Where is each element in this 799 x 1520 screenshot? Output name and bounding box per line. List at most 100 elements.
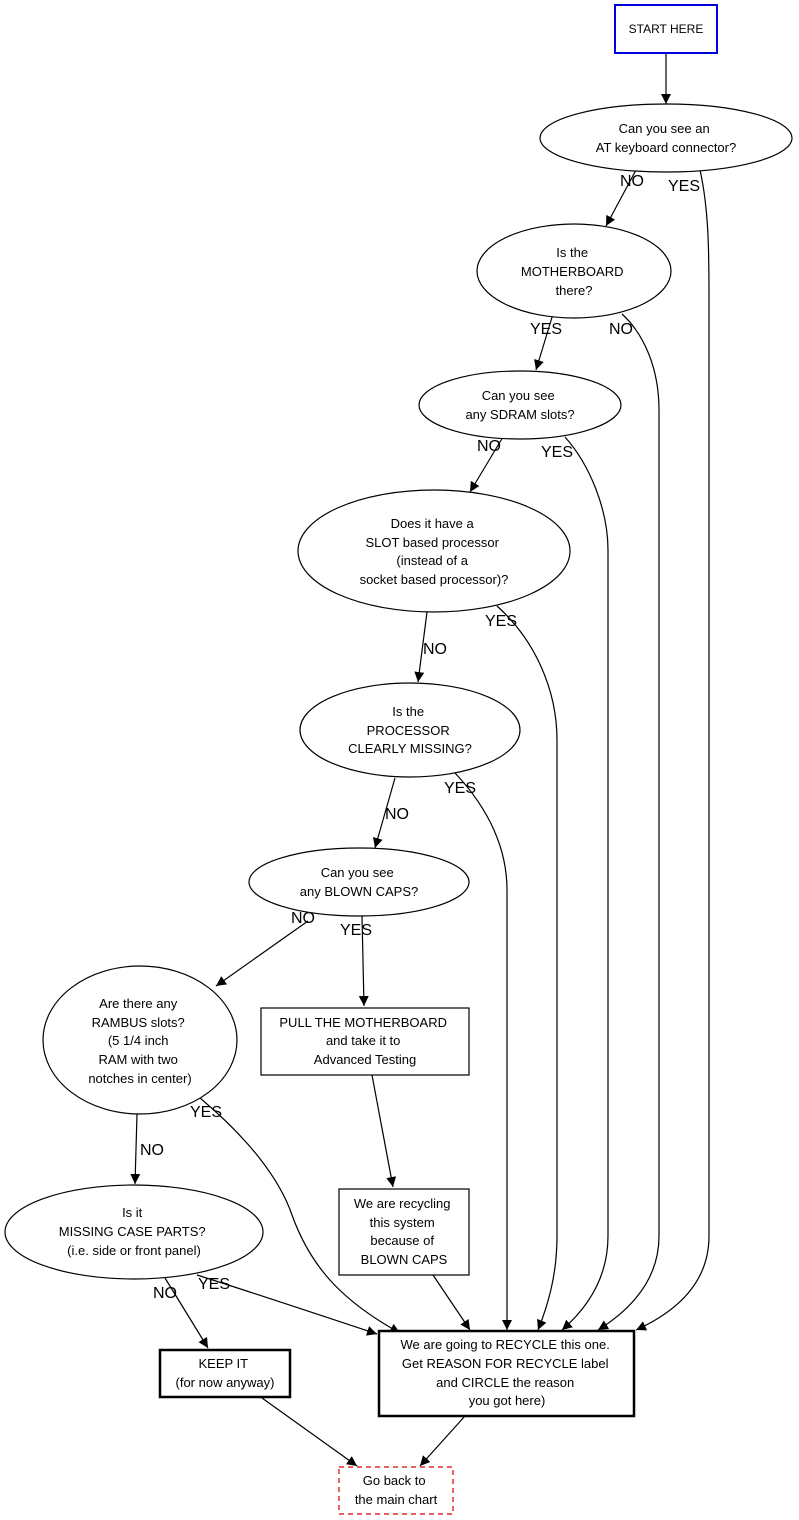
- edge-recycle-to-go-back: [419, 1415, 466, 1467]
- label-sdram-yes: YES: [541, 444, 573, 461]
- pull-mb-line-2: and take it to: [326, 1033, 400, 1048]
- at-keyboard-line-1: Can you see an: [619, 121, 710, 136]
- edge-at-keyboard-no: [605, 169, 637, 227]
- edge-slot-proc-yes: [496, 605, 558, 1331]
- edge-rambus-no: [130, 1113, 141, 1185]
- node-start-here: START HERE: [614, 4, 718, 54]
- proc-missing-line-1: Is the: [392, 704, 424, 719]
- edge-keep-it-to-go-back: [261, 1397, 358, 1467]
- svg-text:Can you see an AT keyboa: Can you see an AT keyboard connector?: [596, 121, 736, 155]
- svg-text:Is the PROCESSOR C: Is the PROCESSOR CLEARLY MISSING?: [348, 704, 472, 756]
- label-rambus-no: NO: [140, 1142, 164, 1159]
- svg-text:Does it have a SLOT base: Does it have a SLOT based processor (ins…: [360, 516, 509, 587]
- sdram-line-1: Can you see: [482, 388, 555, 403]
- edge-motherboard-yes: [534, 313, 554, 371]
- recycle-line-3: and CIRCLE the reason: [436, 1375, 574, 1390]
- label-proc-missing-no: NO: [385, 806, 409, 823]
- edge-sdram-no: [469, 436, 504, 493]
- edge-recycling-caps-to-recycle: [432, 1274, 471, 1331]
- recycle-line-2: Get REASON FOR RECYCLE label: [402, 1356, 609, 1371]
- svg-text:Can you see any SDRAM sl: Can you see any SDRAM slots?: [465, 388, 574, 422]
- edge-proc-missing-yes: [454, 772, 512, 1330]
- node-slot-processor-question: Does it have a SLOT based processor (ins…: [297, 489, 571, 613]
- edge-motherboard-no: [597, 313, 660, 1331]
- svg-text:KEEP IT (for now anyway): KEEP IT (for now anyway): [176, 1356, 275, 1390]
- motherboard-line-2: MOTHERBOARD: [521, 264, 624, 279]
- rambus-line-2: RAMBUS slots?: [92, 1015, 185, 1030]
- node-pull-motherboard: PULL THE MOTHERBOARD and take it to Adva…: [260, 1007, 470, 1076]
- slot-proc-line-3: (instead of a: [396, 553, 468, 568]
- proc-missing-line-3: CLEARLY MISSING?: [348, 741, 472, 756]
- recycling-caps-line-1: We are recycling: [354, 1196, 451, 1211]
- motherboard-line-3: there?: [556, 283, 593, 298]
- rambus-line-1: Are there any: [99, 996, 178, 1011]
- label-at-keyboard-yes: YES: [668, 178, 700, 195]
- node-sdram-question: Can you see any SDRAM slots?: [418, 370, 622, 440]
- label-proc-missing-yes: YES: [444, 780, 476, 797]
- case-parts-line-3: (i.e. side or front panel): [67, 1243, 201, 1258]
- slot-proc-line-4: socket based processor)?: [360, 572, 509, 587]
- edge-pull-mb-to-recycling-caps: [371, 1074, 397, 1188]
- node-case-parts-question: Is it MISSING CASE PARTS? (i.e. side or …: [4, 1184, 264, 1280]
- label-motherboard-yes: YES: [530, 321, 562, 338]
- edge-case-parts-yes: [196, 1274, 378, 1336]
- start-box: [614, 4, 718, 54]
- label-case-parts-no: NO: [153, 1285, 177, 1302]
- recycle-line-1: We are going to RECYCLE this one.: [401, 1337, 610, 1352]
- label-slot-proc-no: NO: [423, 641, 447, 658]
- rambus-line-3: (5 1/4 inch: [108, 1033, 169, 1048]
- keep-it-line-2: (for now anyway): [176, 1375, 275, 1390]
- svg-text:We are going to RECYCLE this o: We are going to RECYCLE this one. Get RE…: [401, 1337, 614, 1408]
- slot-proc-line-2: SLOT based processor: [365, 535, 499, 550]
- edge-labels: NO YES YES NO NO YES YES NO YES NO NO YE…: [140, 173, 700, 1302]
- edges: [130, 53, 710, 1467]
- label-sdram-no: NO: [477, 438, 501, 455]
- recycling-caps-line-4: BLOWN CAPS: [361, 1252, 448, 1267]
- edge-case-parts-no: [164, 1277, 209, 1349]
- recycling-caps-line-3: because of: [370, 1233, 434, 1248]
- edge-at-keyboard-yes: [635, 169, 710, 1331]
- slot-proc-line-1: Does it have a: [391, 516, 475, 531]
- edge-rambus-yes: [199, 1097, 401, 1334]
- at-keyboard-line-2: AT keyboard connector?: [596, 140, 736, 155]
- motherboard-line-1: Is the: [556, 245, 588, 260]
- node-recycling-blown-caps: We are recycling this system because of …: [338, 1188, 470, 1276]
- edge-blown-caps-no: [215, 920, 309, 987]
- recycling-caps-line-2: this system: [370, 1215, 435, 1230]
- node-recycle: We are going to RECYCLE this one. Get RE…: [377, 1329, 636, 1418]
- rambus-line-4: RAM with two: [98, 1052, 177, 1067]
- label-at-keyboard-no: NO: [620, 173, 644, 190]
- case-parts-line-2: MISSING CASE PARTS?: [59, 1224, 206, 1239]
- start-text: START HERE: [629, 22, 704, 36]
- go-back-line-1: Go back to: [363, 1473, 426, 1488]
- node-processor-missing-question: Is the PROCESSOR CLEARLY MISSING?: [299, 682, 521, 778]
- pull-mb-line-1: PULL THE MOTHERBOARD: [279, 1015, 447, 1030]
- node-go-back[interactable]: Go back to the main chart: [338, 1466, 454, 1515]
- edge-blown-caps-yes: [358, 915, 369, 1007]
- blown-caps-line-1: Can you see: [321, 865, 394, 880]
- node-keep-it: KEEP IT (for now anyway): [158, 1348, 292, 1399]
- edge-slot-proc-no: [414, 611, 428, 683]
- svg-text:We are recycling this sy: We are recycling this system because of …: [354, 1196, 454, 1267]
- node-at-keyboard-question: Can you see an AT keyboard connector?: [539, 103, 793, 173]
- svg-text:Is the MOTHERBOARD: Is the MOTHERBOARD there?: [521, 245, 627, 298]
- label-slot-proc-yes: YES: [485, 613, 517, 630]
- case-parts-line-1: Is it: [122, 1205, 143, 1220]
- svg-text:Are there any RAMBUS slo: Are there any RAMBUS slots? (5 1/4 inch …: [88, 996, 191, 1086]
- label-motherboard-no: NO: [609, 321, 633, 338]
- proc-missing-line-2: PROCESSOR: [367, 723, 450, 738]
- svg-text:Is it MISSING CASE PARTS: Is it MISSING CASE PARTS? (i.e. side or …: [59, 1205, 210, 1258]
- label-blown-caps-no: NO: [291, 910, 315, 927]
- pull-mb-line-3: Advanced Testing: [314, 1052, 416, 1067]
- node-motherboard-question: Is the MOTHERBOARD there?: [476, 223, 672, 319]
- rambus-line-5: notches in center): [88, 1071, 191, 1086]
- edge-sdram-yes: [561, 436, 609, 1331]
- blown-caps-line-2: any BLOWN CAPS?: [300, 884, 419, 899]
- svg-text:Can you see any BLOWN CA: Can you see any BLOWN CAPS?: [300, 865, 419, 899]
- go-back-line-2: the main chart: [355, 1492, 438, 1507]
- svg-text:Go back to the main char: Go back to the main chart: [355, 1473, 438, 1507]
- recycle-line-4: you got here): [469, 1393, 546, 1408]
- sdram-line-2: any SDRAM slots?: [465, 407, 574, 422]
- svg-text:PULL THE MOTHERBOARD and: PULL THE MOTHERBOARD and take it to Adva…: [279, 1015, 450, 1067]
